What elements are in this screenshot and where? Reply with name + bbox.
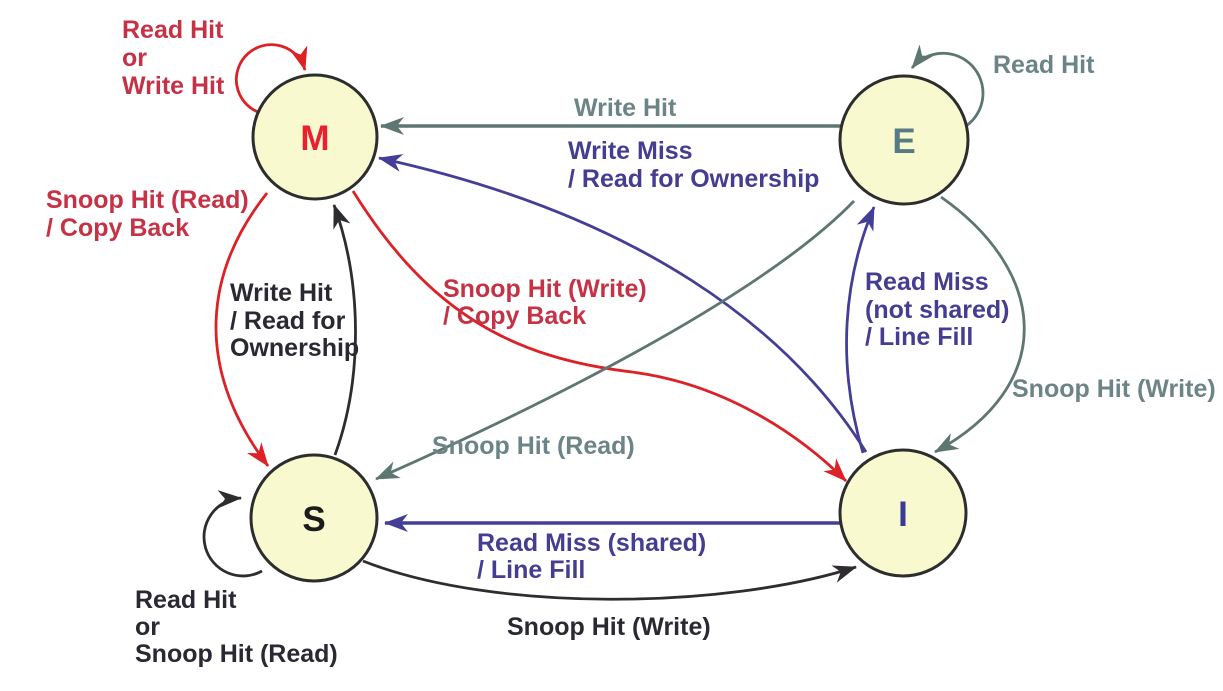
label-s-to-m-line-1: Write Hit <box>230 279 333 307</box>
label-i-to-e-line-1: Read Miss <box>865 268 989 296</box>
transition-s-to-m <box>332 204 357 456</box>
label-m-to-s-line-2: / Copy Back <box>46 214 189 242</box>
transition-m-to-i <box>351 190 847 482</box>
label-s-self-line-3: Snoop Hit (Read) <box>135 640 338 668</box>
label-i-to-e-line-2: (not shared) <box>865 296 1009 324</box>
transition-s-to-i <box>362 559 857 601</box>
label-s-to-m-line-2: / Read for <box>230 307 346 335</box>
state-label-s: S <box>302 500 325 539</box>
label-m-self-line-3: Write Hit <box>122 72 225 100</box>
label-i-to-e-line-3: / Line Fill <box>865 323 973 351</box>
transition-s-self <box>202 490 263 578</box>
label-m-to-s-line-1: Snoop Hit (Read) <box>46 186 249 214</box>
label-s-to-m-line-3: Ownership <box>230 334 359 362</box>
transition-i-to-m <box>378 154 868 453</box>
label-s-self-line-1: Read Hit <box>135 586 237 614</box>
label-i-to-s-line-1: Read Miss (shared) <box>477 529 706 557</box>
transition-i-to-e <box>845 206 876 454</box>
label-i-to-m-line-2: / Read for Ownership <box>568 165 819 193</box>
transition-m-self <box>235 43 308 114</box>
transition-m-to-s <box>214 192 270 467</box>
state-node-m <box>251 73 379 201</box>
label-s-self-line-2: or <box>135 613 160 641</box>
state-label-i: I <box>898 495 908 534</box>
state-label-e: E <box>892 122 915 161</box>
transition-e-to-i <box>934 195 1026 454</box>
label-m-self-line-1: Read Hit <box>122 16 224 44</box>
state-node-i <box>838 448 968 578</box>
label-i-to-s-line-2: / Line Fill <box>477 556 585 584</box>
state-label-m: M <box>300 119 329 158</box>
label-m-to-i-line-2: / Copy Back <box>443 302 586 330</box>
label-i-to-m-line-1: Write Miss <box>568 137 693 165</box>
state-node-e <box>838 74 970 206</box>
label-e-to-s: Snoop Hit (Read) <box>432 432 635 460</box>
transition-e-self <box>910 44 985 128</box>
label-e-self: Read Hit <box>993 51 1095 79</box>
label-e-to-i: Snoop Hit (Write) <box>1012 375 1216 403</box>
label-s-to-i: Snoop Hit (Write) <box>507 613 711 641</box>
label-e-to-m: Write Hit <box>574 94 677 122</box>
transition-e-to-s <box>375 200 856 481</box>
label-m-self-line-2: or <box>122 44 147 72</box>
label-m-to-i-line-1: Snoop Hit (Write) <box>443 275 647 303</box>
state-node-s <box>249 453 379 583</box>
